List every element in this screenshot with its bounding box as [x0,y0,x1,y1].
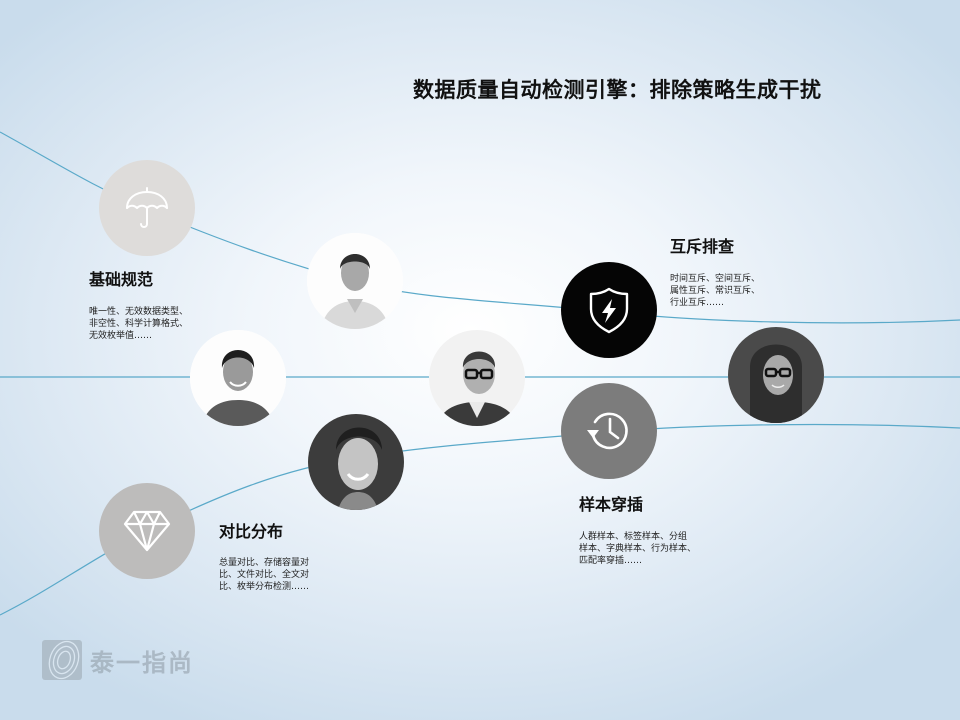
photo-man-shirt [307,233,403,329]
fingerprint-icon [42,640,82,680]
section-desc-basic: 唯一性、无效数据类型、 非空性、科学计算格式、 无效枚举值…… [89,307,189,341]
company-logo: 泰一指尚 [42,640,194,680]
diamond-icon [123,510,171,552]
logo-text: 泰一指尚 [90,648,194,677]
section-heading-basic: 基础规范 [89,270,154,289]
history-clock-icon [587,412,628,450]
umbrella-icon [126,187,168,228]
page-title: 数据质量自动检测引擎：排除策略生成干扰 [413,78,822,102]
diamond-circle [99,483,195,579]
portrait-man-glasses-icon [429,330,525,426]
section-heading-mutex: 互斥排查 [670,237,735,256]
section-heading-compare: 对比分布 [219,522,284,541]
photo-man-smile [190,330,286,426]
section-heading-sample: 样本穿插 [579,495,644,514]
section-desc-sample: 人群样本、标签样本、分组 样本、字典样本、行为样本、 匹配率穿插…… [579,532,697,566]
portrait-man-shirt-icon [307,233,403,329]
section-desc-compare: 总量对比、存储容量对 比、文件对比、全文对 比、枚举分布检测…… [219,558,310,592]
portrait-woman-glasses-icon [728,327,824,423]
photo-man-glasses [429,330,525,426]
history-circle [561,383,657,479]
umbrella-circle [99,160,195,256]
section-desc-mutex: 时间互斥、空间互斥、 属性互斥、常识互斥、 行业互斥…… [670,274,761,308]
shield-circle [561,262,657,358]
photo-woman-smile [308,414,404,510]
photo-woman-glasses [728,327,824,423]
portrait-woman-smiling-icon [308,414,404,510]
shield-lightning-icon [589,287,629,334]
portrait-man-smiling-icon [190,330,286,426]
